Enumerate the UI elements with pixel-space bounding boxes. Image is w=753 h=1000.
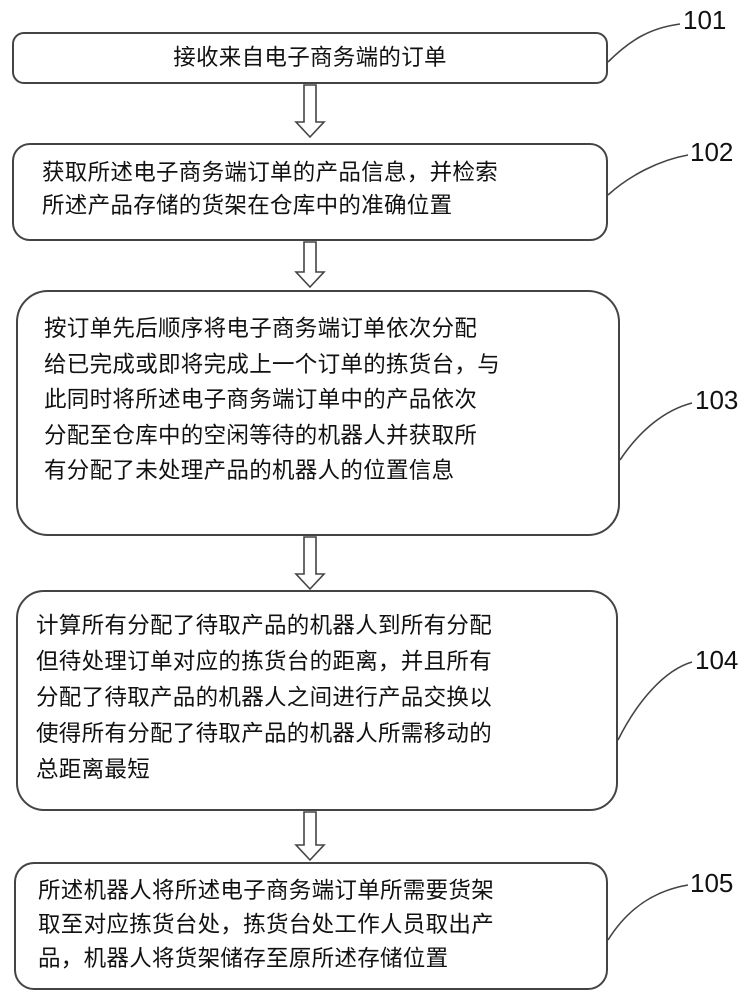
- step-104-line: 计算所有分配了待取产品的机器人到所有分配: [36, 613, 493, 639]
- step-label-103: 103: [695, 385, 739, 415]
- arrow-102-103: [294, 241, 326, 289]
- step-label-105: 105: [690, 868, 734, 898]
- step-104-line: 分配了待取产品的机器人之间进行产品交换以: [36, 685, 493, 711]
- step-105-box: 所述机器人将所述电子商务端订单所需要货架 取至对应拣货台处，拣货台处工作人员取出…: [14, 862, 608, 990]
- step-105-line: 品，机器人将货架储存至原所述存储位置: [38, 946, 449, 972]
- step-102-line: 所述产品存储的货架在仓库中的准确位置: [42, 193, 453, 219]
- leader-103: [619, 402, 693, 461]
- step-104-line: 但待处理订单对应的拣货台的距离，并且所有: [36, 649, 493, 675]
- leader-104: [617, 661, 693, 741]
- leader-101: [607, 23, 681, 63]
- arrow-104-105: [294, 811, 326, 862]
- step-101-box: 接收来自电子商务端的订单: [12, 32, 608, 84]
- step-103-box: 按订单先后顺序将电子商务端订单依次分配 给已完成或即将完成上一个订单的拣货台，与…: [16, 290, 620, 536]
- leader-102: [607, 154, 689, 196]
- leader-105: [607, 884, 689, 941]
- step-105-line: 所述机器人将所述电子商务端订单所需要货架: [38, 878, 495, 904]
- arrow-103-104: [294, 536, 326, 591]
- arrow-101-102: [294, 84, 326, 139]
- step-105-line: 取至对应拣货台处，拣货台处工作人员取出产: [38, 912, 495, 938]
- step-102-box: 获取所述电子商务端订单的产品信息，并检索 所述产品存储的货架在仓库中的准确位置: [12, 143, 608, 241]
- step-label-101: 101: [683, 5, 727, 35]
- step-103-line: 分配至仓库中的空闲等待的机器人并获取所: [44, 422, 478, 449]
- step-label-104: 104: [695, 645, 739, 675]
- step-104-box: 计算所有分配了待取产品的机器人到所有分配 但待处理订单对应的拣货台的距离，并且所…: [16, 590, 618, 811]
- step-101-line: 接收来自电子商务端的订单: [173, 45, 447, 71]
- step-label-102: 102: [690, 137, 734, 167]
- step-103-line: 此同时将所述电子商务端订单中的产品依次: [44, 387, 478, 413]
- step-103-line: 有分配了未处理产品的机器人的位置信息: [44, 458, 455, 484]
- step-104-line: 使得所有分配了待取产品的机器人所需移动的: [36, 721, 493, 747]
- step-102-line: 获取所述电子商务端订单的产品信息，并检索: [42, 160, 499, 186]
- step-104-line: 总距离最短: [36, 757, 151, 783]
- step-103-line: 按订单先后顺序将电子商务端订单依次分配: [44, 316, 478, 342]
- step-103-line: 给已完成或即将完成上一个订单的拣货台，与: [44, 351, 501, 378]
